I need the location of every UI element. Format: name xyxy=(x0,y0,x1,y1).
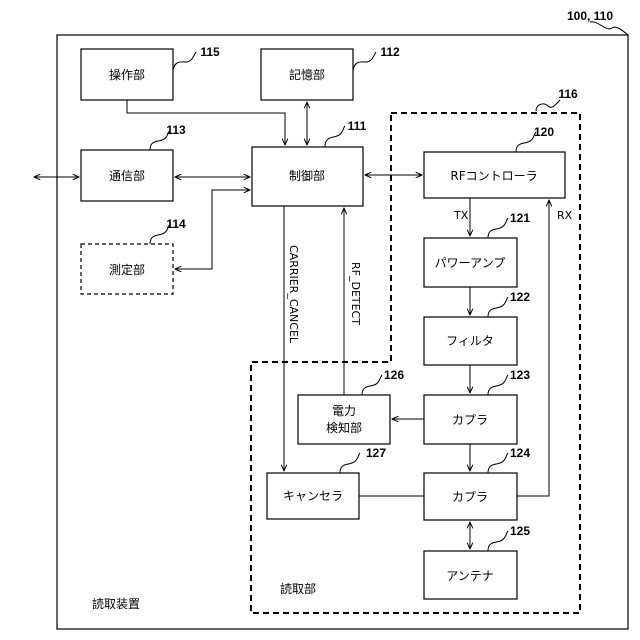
coupler-2-label: カプラ xyxy=(452,490,488,504)
reader-section-ref: 116 xyxy=(558,87,578,101)
measurement-unit-ref: 114 xyxy=(166,217,186,231)
storage-unit-label: 記憶部 xyxy=(289,67,325,82)
operation-to-control-arrow xyxy=(127,100,285,145)
filter-ref-leader xyxy=(488,297,508,317)
storage-unit-ref: 112 xyxy=(380,45,400,59)
device-ref: 100, 110 xyxy=(567,9,613,23)
power-amp-ref-leader xyxy=(488,218,508,238)
antenna-ref: 125 xyxy=(510,524,530,538)
reader-section-ref-leader xyxy=(536,100,560,111)
power-detector-ref: 126 xyxy=(384,368,404,382)
coupler-1-ref: 123 xyxy=(510,368,530,382)
measurement-unit-label: 測定部 xyxy=(109,262,145,277)
power-amp-label: パワーアンプ xyxy=(435,256,506,270)
device-ref-leader xyxy=(590,22,628,35)
measurement-control-arrow xyxy=(175,190,250,269)
coupler-1-label: カプラ xyxy=(452,413,488,427)
control-unit-ref: 111 xyxy=(348,119,367,133)
coupler-2-ref-leader xyxy=(488,453,508,473)
power-amp-ref: 121 xyxy=(510,211,530,225)
operation-unit-ref: 115 xyxy=(200,45,220,59)
canceller-ref-leader xyxy=(340,453,360,473)
coupler-1-ref-leader xyxy=(488,375,508,395)
operation-unit-label: 操作部 xyxy=(109,67,145,82)
reader-section-label: 読取部 xyxy=(280,581,316,596)
power-detector-label-line1: 電力 xyxy=(332,404,356,418)
antenna-ref-leader xyxy=(488,531,508,551)
power-detector-box xyxy=(298,395,390,444)
storage-unit-ref-leader xyxy=(353,52,376,70)
control-unit-ref-leader xyxy=(325,126,345,147)
coupler-2-ref: 124 xyxy=(510,446,530,460)
tx-label: TX xyxy=(453,209,469,222)
canceller-ref: 127 xyxy=(366,446,386,460)
control-unit-label: 制御部 xyxy=(289,168,325,183)
communication-unit-label: 通信部 xyxy=(109,168,145,183)
rf-detect-label: RF_DETECT xyxy=(349,262,362,325)
device-label: 読取装置 xyxy=(92,596,140,611)
rf-controller-ref: 120 xyxy=(534,125,554,139)
canceller-label: キャンセラ xyxy=(283,489,343,503)
power-detector-label-line2: 検知部 xyxy=(326,420,362,435)
filter-label: フィルタ xyxy=(446,334,494,348)
rf-controller-label: RFコントローラ xyxy=(450,169,537,183)
power-detector-ref-leader xyxy=(362,375,382,395)
antenna-label: アンテナ xyxy=(446,569,494,583)
rx-label: RX xyxy=(557,209,573,222)
communication-unit-ref: 113 xyxy=(166,123,186,137)
filter-ref: 122 xyxy=(510,290,530,304)
operation-unit-ref-leader xyxy=(173,52,196,70)
carrier-cancel-label: CARRIER_CANCEL xyxy=(287,245,300,344)
